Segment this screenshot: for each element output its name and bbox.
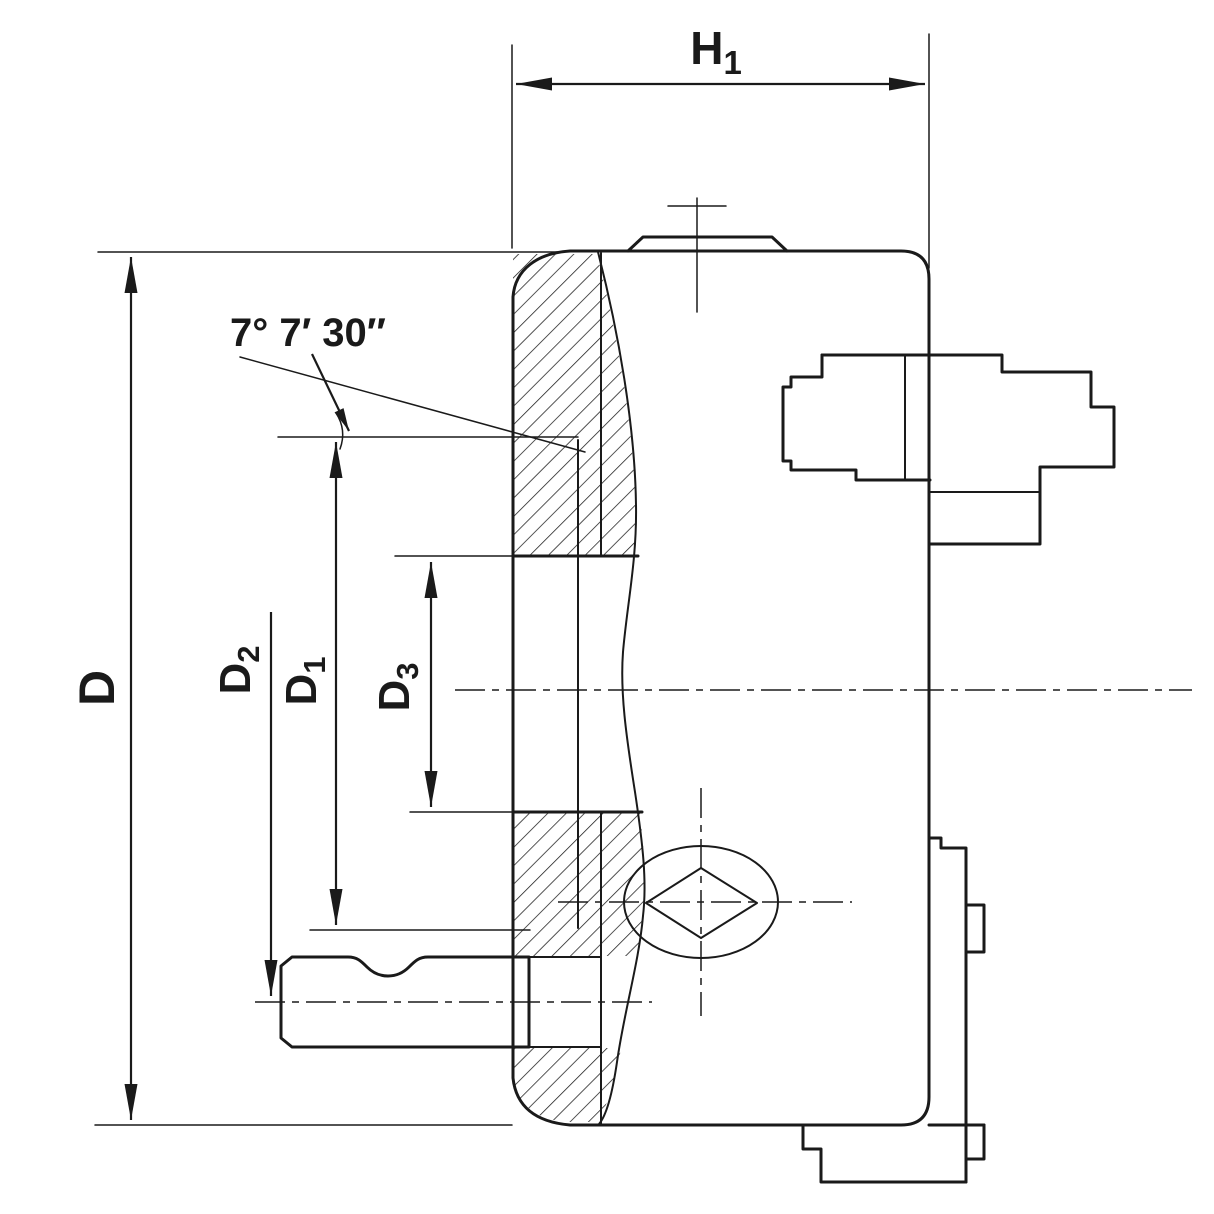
label-d1: D1 — [277, 656, 332, 705]
hatch-bottom-region — [513, 1048, 621, 1122]
chuck-key-socket — [623, 845, 779, 959]
angle-annotation — [239, 353, 586, 453]
key-socket-ellipse — [623, 845, 779, 959]
extension-lines — [94, 33, 930, 1126]
bottom-jaw-outer-profile — [928, 836, 968, 1184]
angle-leader-line — [311, 353, 350, 432]
key-socket-square — [645, 867, 758, 939]
taper-reference-line — [239, 356, 586, 453]
centerlines — [255, 689, 1192, 1016]
bottom-jaw-block — [801, 1123, 968, 1184]
label-d3: D3 — [370, 662, 425, 711]
dimension-lines — [124, 77, 925, 1120]
chuck-body-outline — [511, 249, 931, 1127]
key-shaft — [279, 955, 602, 1049]
bottom-jaw-step — [964, 1123, 986, 1161]
hatch-upper-region — [513, 254, 636, 555]
key-shaft-outline — [279, 955, 531, 1049]
bottom-jaw-tab — [964, 903, 986, 954]
chuck-body — [511, 197, 931, 1127]
label-h1: H1 — [690, 22, 742, 81]
label-taper-angle: 7° 7′ 30″ — [230, 311, 386, 355]
top-jaw-outer-profile — [820, 353, 1116, 546]
casting-break-line — [597, 251, 646, 1125]
top-jaw — [781, 353, 1116, 546]
dimension-labels: H1 D D2 D1 D3 7° 7′ 30″ — [69, 22, 742, 712]
top-screw-boss — [626, 235, 789, 253]
bottom-jaw — [801, 836, 986, 1184]
top-jaw-guide-slot — [781, 353, 932, 482]
label-d: D — [69, 670, 125, 706]
label-d2: D2 — [211, 645, 266, 694]
